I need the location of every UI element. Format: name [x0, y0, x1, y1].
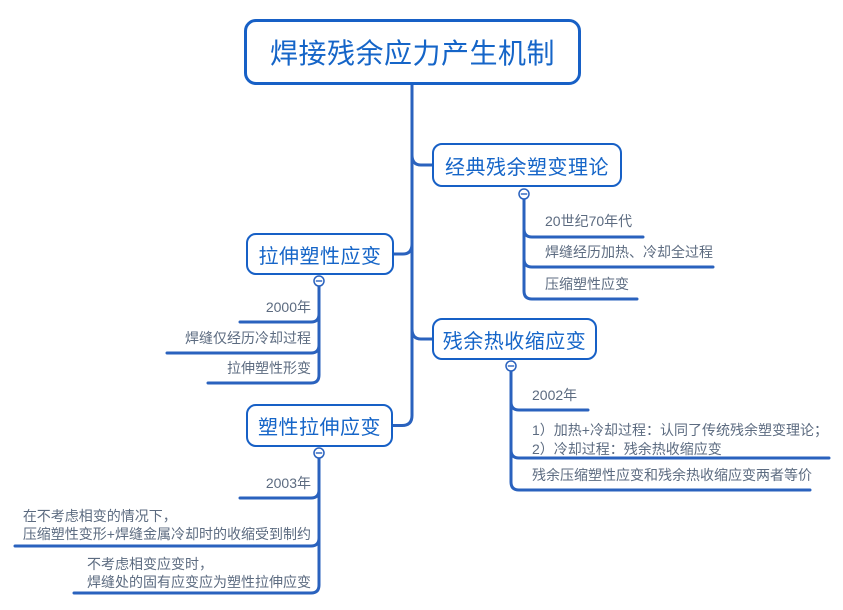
subtopic-text: 不考虑相变应变时，: [87, 556, 213, 572]
subtopic[interactable]: 20世纪70年代: [545, 212, 632, 230]
subtopic[interactable]: 不考虑相变应变时， 焊缝处的固有应变应为塑性拉伸应变: [87, 555, 311, 591]
collapse-button-branch3[interactable]: [505, 360, 517, 372]
branch1-child-lines: [522, 197, 639, 301]
branch-topic-tensile-plastic-strain[interactable]: 拉伸塑性应变: [246, 233, 394, 275]
subtopic[interactable]: 在不考虑相变的情况下， 压缩塑性变形+焊缝金属冷却时的收缩受到制约: [23, 507, 311, 543]
branch4-child1-underline: [238, 488, 321, 500]
subtopic-text: 拉伸塑性形变: [227, 360, 311, 376]
branch1-child2-underline: [522, 257, 715, 269]
root-topic[interactable]: 焊接残余应力产生机制: [244, 19, 581, 85]
subtopic[interactable]: 压缩塑性应变: [545, 275, 629, 293]
collapse-button-branch4[interactable]: [313, 447, 325, 459]
subtopic[interactable]: 焊缝仅经历冷却过程: [185, 329, 311, 347]
subtopic[interactable]: 2003年: [266, 474, 311, 492]
branch3-child-lines: [509, 369, 812, 492]
subtopic-text: 2000年: [265, 299, 311, 315]
subtopic[interactable]: 2000年: [266, 298, 311, 316]
branch3-child2-underline: [509, 448, 831, 460]
branch1-stub: [410, 153, 434, 167]
subtopic-text: 压缩塑性应变: [545, 276, 629, 292]
subtopic-text: 焊缝仅经历冷却过程: [185, 330, 311, 346]
subtopic-text: 在不考虑相变的情况下，: [22, 508, 177, 524]
trunk-line: [391, 83, 414, 427]
branch2-child2-underline: [165, 343, 321, 355]
branch2-stub: [392, 242, 414, 256]
subtopic-text: 残余压缩塑性应变和残余热收缩应变两者等价: [532, 467, 812, 483]
subtopic-text: 1）加热+冷却过程：认同了传统残余塑变理论；: [532, 422, 828, 438]
branch-topic-residual-thermal-shrink[interactable]: 残余热收缩应变: [432, 318, 597, 360]
collapse-button-branch2[interactable]: [313, 275, 325, 287]
subtopic[interactable]: 拉伸塑性形变: [227, 359, 311, 377]
root-topic-label: 焊接残余应力产生机制: [269, 38, 555, 69]
subtopic-text: 焊缝经历加热、冷却全过程: [545, 244, 713, 260]
branch3-stub: [410, 327, 434, 341]
branch-topic-label: 拉伸塑性应变: [258, 245, 382, 268]
branch3-child1-underline: [509, 400, 590, 412]
subtopic[interactable]: 2002年: [532, 386, 577, 404]
subtopic-text: 2）冷却过程：残余热收缩应变: [532, 441, 722, 457]
branch-topic-label: 塑性拉伸应变: [258, 417, 381, 439]
branch4-child2-underline: [13, 536, 321, 548]
subtopic-text: 焊缝处的固有应变应为塑性拉伸应变: [87, 574, 311, 590]
subtopic[interactable]: 焊缝经历加热、冷却全过程: [545, 243, 713, 261]
branch2-child1-underline: [238, 312, 321, 324]
collapse-button-branch1[interactable]: [518, 188, 530, 200]
branch-topic-plastic-tensile-strain[interactable]: 塑性拉伸应变: [246, 404, 393, 447]
branch4-child-lines: [72, 456, 321, 595]
branch-topic-classic-theory[interactable]: 经典残余塑变理论: [432, 143, 622, 187]
subtopic[interactable]: 残余压缩塑性应变和残余热收缩应变两者等价: [532, 466, 812, 484]
subtopic-text: 压缩塑性变形+焊缝金属冷却时的收缩受到制约: [22, 526, 311, 542]
branch-topic-label: 残余热收缩应变: [442, 330, 587, 353]
subtopic-text: 2002年: [532, 387, 578, 403]
branch1-child1-underline: [522, 227, 645, 239]
subtopic-text: 20世纪70年代: [545, 213, 633, 229]
subtopic[interactable]: 1）加热+冷却过程：认同了传统残余塑变理论； 2）冷却过程：残余热收缩应变: [532, 421, 828, 459]
subtopic-text: 2003年: [265, 475, 311, 491]
branch-topic-label: 经典残余塑变理论: [445, 156, 609, 179]
branch2-child-lines: [206, 284, 321, 385]
